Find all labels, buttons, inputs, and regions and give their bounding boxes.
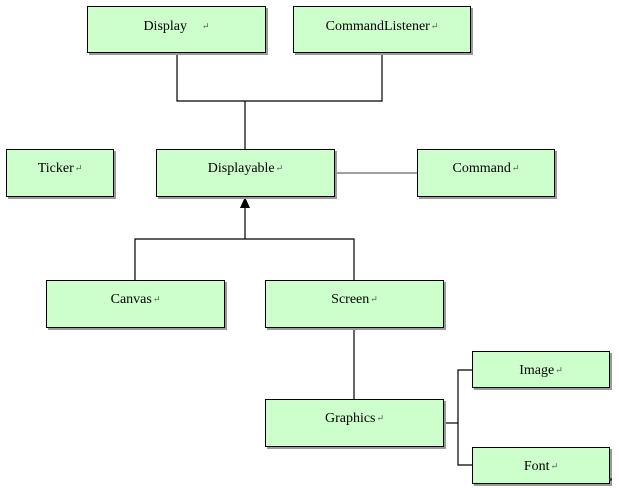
node-font: Font↵ <box>472 447 610 484</box>
paragraph-mark-icon: ↵ <box>74 163 83 173</box>
paragraph-mark-icon: ↵ <box>550 461 559 471</box>
trailing-dot <box>609 478 612 481</box>
paragraph-mark-icon: ↵ <box>430 21 439 31</box>
paragraph-mark-icon: ↵ <box>511 163 520 173</box>
node-canvas-label: Canvas <box>110 292 152 307</box>
node-ticker: Ticker↵ <box>6 149 114 197</box>
connector-command-listener <box>245 53 383 102</box>
node-screen: Screen↵ <box>265 280 444 328</box>
paragraph-mark-icon: ↵ <box>152 294 161 304</box>
node-display: Display ↵ <box>87 6 266 53</box>
paragraph-mark-icon: ↵ <box>275 163 284 173</box>
node-graphics: Graphics↵ <box>265 399 444 447</box>
paragraph-mark-icon: ↵ <box>370 294 378 304</box>
node-command-listener-label: CommandListener <box>325 19 430 34</box>
node-displayable-label: Displayable <box>207 161 275 176</box>
connector-display <box>176 53 245 102</box>
connector-image-font <box>457 369 472 466</box>
node-command: Command↵ <box>417 149 555 197</box>
node-image: Image↵ <box>472 351 610 388</box>
node-ticker-label: Ticker <box>37 161 74 176</box>
connector-canvas <box>134 238 355 280</box>
node-image-label: Image <box>519 363 555 378</box>
node-display-label: Display <box>143 19 187 34</box>
inheritance-arrowhead <box>240 197 250 208</box>
node-graphics-label: Graphics <box>324 411 376 426</box>
paragraph-mark-icon: ↵ <box>555 365 563 375</box>
paragraph-mark-icon: ↵ <box>202 21 210 31</box>
paragraph-mark-icon: ↵ <box>376 413 385 423</box>
node-screen-label: Screen <box>331 292 370 307</box>
node-font-label: Font <box>523 459 550 474</box>
node-command-listener: CommandListener↵ <box>293 6 471 53</box>
node-displayable: Displayable↵ <box>156 149 335 197</box>
node-command-label: Command <box>452 161 511 176</box>
node-canvas: Canvas↵ <box>46 280 225 328</box>
